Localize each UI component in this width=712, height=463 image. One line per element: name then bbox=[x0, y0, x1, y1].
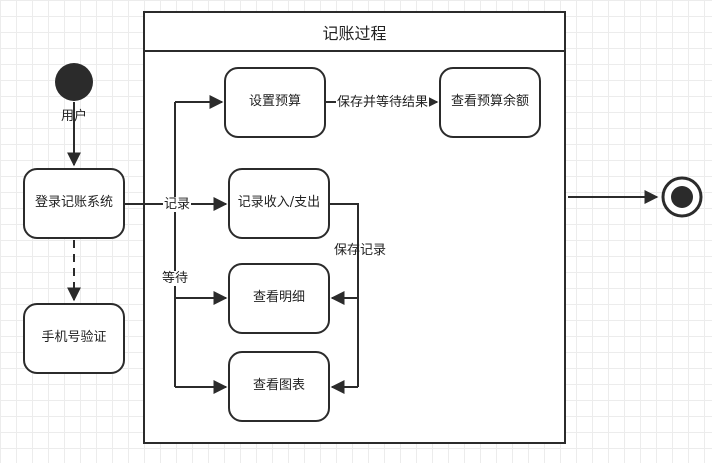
node-view-balance[interactable]: 查看预算余额 bbox=[439, 67, 541, 138]
container-title: 记账过程 bbox=[145, 13, 564, 52]
node-phone-verify[interactable]: 手机号验证 bbox=[23, 303, 125, 374]
end-node-inner bbox=[671, 186, 693, 208]
edge-label-wait: 等待 bbox=[161, 271, 190, 286]
edge-label-save-record: 保存记录 bbox=[334, 243, 387, 258]
start-label: 用户 bbox=[61, 109, 88, 124]
edge-record-save-bus bbox=[329, 203, 359, 387]
node-view-detail[interactable]: 查看明细 bbox=[228, 263, 330, 334]
edge-label-save-wait: 保存并等待结果 bbox=[336, 95, 430, 110]
node-record[interactable]: 记录收入/支出 bbox=[228, 168, 330, 239]
edge-label-record: 记录 bbox=[163, 197, 192, 212]
node-view-chart[interactable]: 查看图表 bbox=[228, 351, 330, 422]
node-login[interactable]: 登录记账系统 bbox=[23, 168, 125, 239]
start-node bbox=[55, 63, 93, 101]
node-set-budget[interactable]: 设置预算 bbox=[224, 67, 326, 138]
